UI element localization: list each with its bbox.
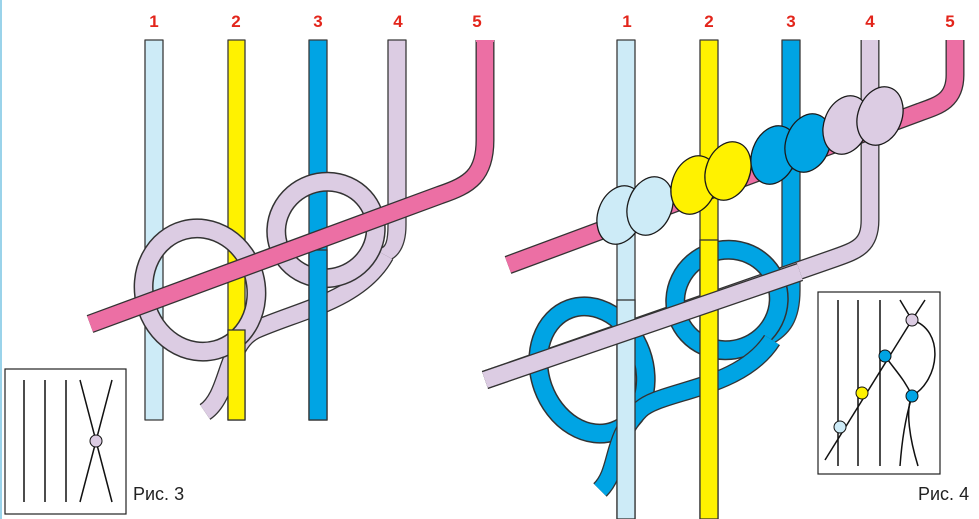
fig4-schematic-knot-3 — [878, 349, 892, 363]
fig3-caption: Рис. 3 — [133, 484, 184, 504]
fig4-thread-4 — [482, 40, 879, 388]
fig4-label-5: 5 — [945, 12, 954, 31]
fig4-schematic-diagonal — [824, 319, 913, 461]
figure-3: 1 2 3 4 5 — [4, 12, 495, 515]
fig4-label-4: 4 — [865, 12, 875, 31]
fig3-thread-3-front — [308, 249, 328, 421]
fig3-schematic — [4, 368, 127, 515]
fig4-schematic-frame — [817, 291, 941, 475]
fig3-label-2: 2 — [231, 12, 240, 31]
fig4-thread-4-front — [482, 264, 803, 388]
fig4-caption: Рис. 4 — [918, 484, 969, 504]
fig4-thread-2-front — [699, 239, 719, 519]
fig4-schematic-knot-2 — [855, 386, 869, 400]
fig3-thread-2-front — [227, 329, 246, 421]
fig4-thread-3-lower — [593, 335, 779, 496]
fig4-thread-1-front — [616, 299, 636, 519]
fig3-thread-1 — [144, 39, 164, 421]
fig3-schematic-knot — [89, 434, 103, 448]
fig4-knot-3b — [784, 113, 832, 173]
fig4-knot-1b — [626, 176, 674, 236]
fig4-schematic-knot-4 — [905, 313, 919, 327]
fig4-label-2: 2 — [704, 12, 713, 31]
fig4-knot-4b — [856, 86, 904, 146]
fig3-label-4: 4 — [393, 12, 403, 31]
fig3-thread-5-top-cap — [476, 40, 494, 42]
fig4-label-1: 1 — [622, 12, 631, 31]
fig4-schematic — [817, 291, 941, 475]
figure-4: 1 2 3 4 5 — [481, 12, 969, 519]
fig3-label-3: 3 — [313, 12, 322, 31]
fig3-label-5: 5 — [472, 12, 481, 31]
fig4-thread-5 — [505, 40, 964, 273]
fig3-thread-5 — [87, 40, 494, 332]
fig4-schematic-knot-3b — [905, 389, 919, 403]
fig4-schematic-knot-1 — [833, 420, 847, 434]
fig3-label-1: 1 — [149, 12, 158, 31]
fig4-label-3: 3 — [786, 12, 795, 31]
fig4-knot-2b — [704, 141, 752, 201]
